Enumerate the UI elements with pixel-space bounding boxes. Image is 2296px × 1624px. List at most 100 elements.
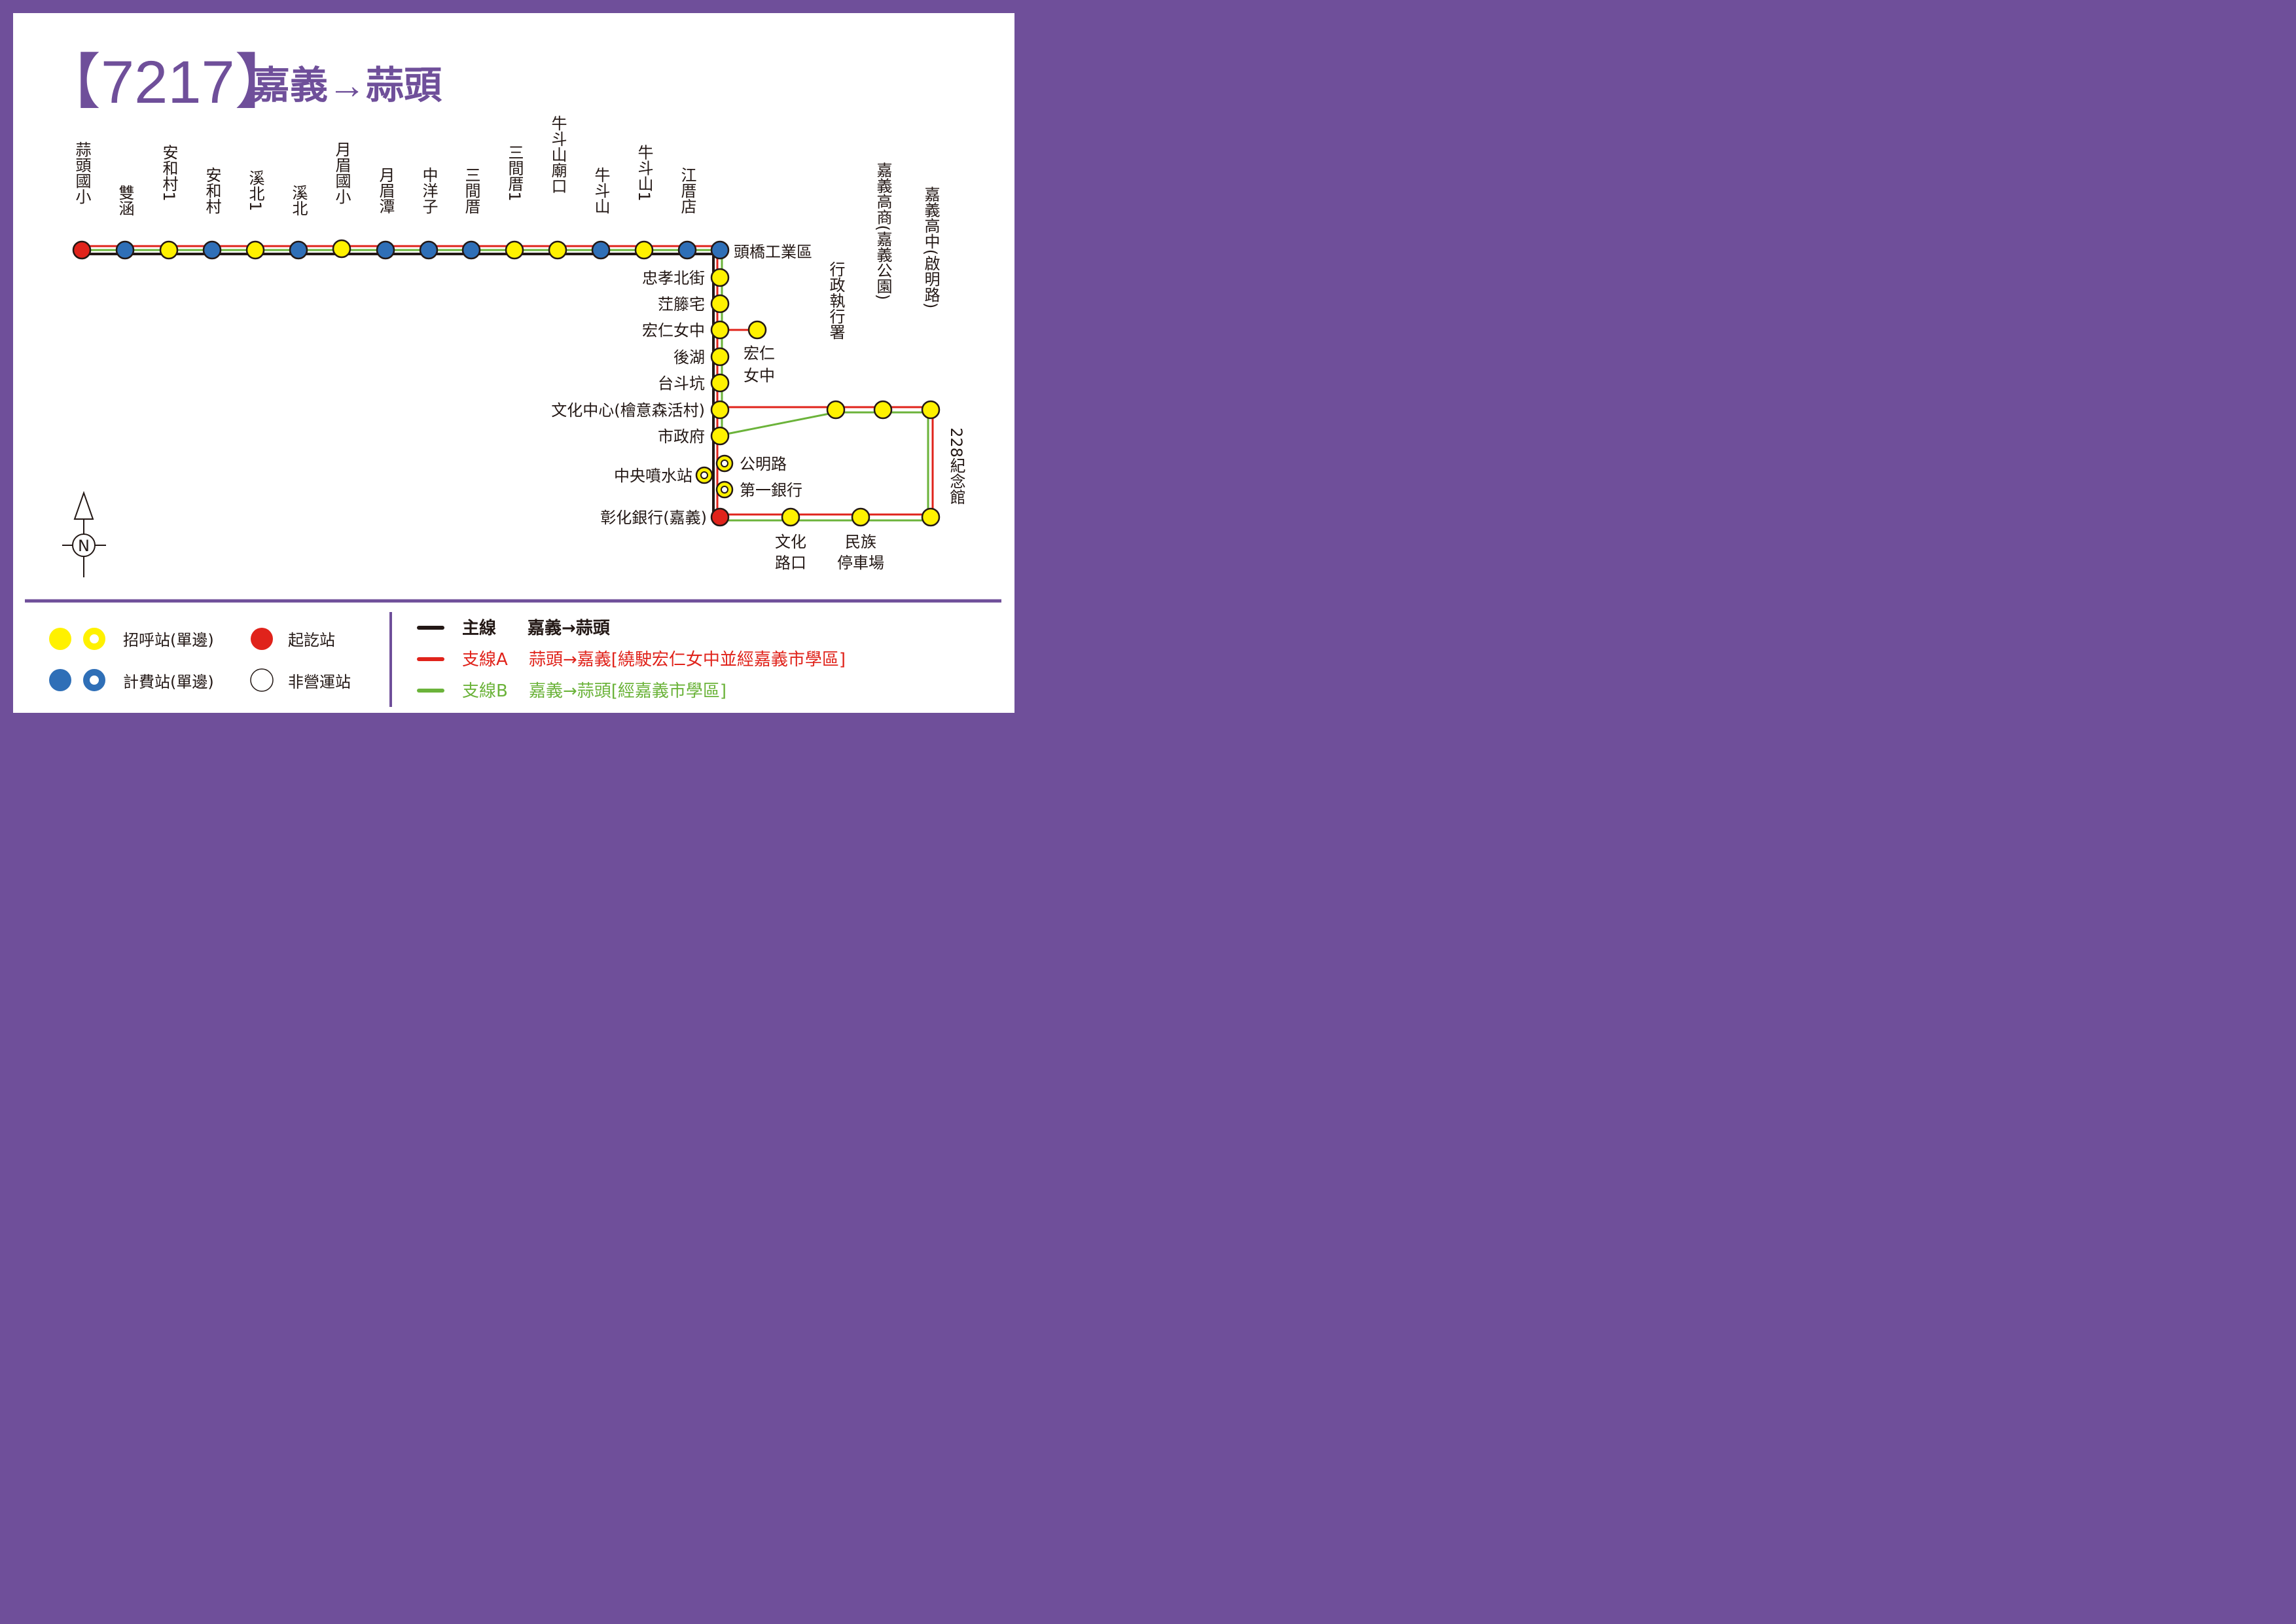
map-panel [13, 13, 1014, 713]
label-exec-yuan: 行政執行署 [827, 261, 845, 340]
stop-culture-rd[interactable] [781, 507, 800, 527]
stop-culture-center[interactable] [710, 400, 730, 420]
label-minzu-line1: 民族 [845, 533, 876, 551]
legend-fare-stop-ring-icon [83, 669, 105, 691]
label-anhe-village-1: 安和村1 [160, 144, 178, 201]
legend-call-stop-solid-icon [49, 628, 71, 650]
legend-branch-b-label: 支線B [462, 681, 508, 701]
legend-closed-stop-icon [250, 668, 274, 692]
stop-chiayi-vocational[interactable] [873, 400, 893, 420]
stop-yuemei-elem[interactable] [332, 239, 351, 259]
trunk-labels: 忠孝北街 茳籐宅 宏仁女中 後湖 台斗坑 文化中心(檜意森活村) 市政府 公明路… [551, 269, 802, 527]
legend-call-stop-label: 招呼站(單邊) [123, 631, 214, 649]
label-tengcaozhai: 茳籐宅 [658, 295, 705, 314]
label-houhu: 後湖 [673, 348, 705, 367]
label-touqiao: 頭橋工業區 [734, 243, 812, 261]
label-zhongyangzi: 中洋子 [420, 167, 438, 214]
legend-terminal-icon [251, 628, 273, 650]
legend-closed-stop-label: 非營運站 [288, 673, 351, 691]
stop-niudoushan[interactable] [591, 240, 611, 260]
label-culture-center: 文化中心(檜意森活村) [551, 401, 705, 420]
label-hongren-branch-line1: 宏仁 [744, 344, 775, 363]
label-suantou-elem: 蒜頭國小 [73, 141, 91, 204]
label-xibei-1: 溪北1 [246, 170, 264, 211]
legend-branch-b-desc: 嘉義→蒜頭[經嘉義市學區] [529, 681, 726, 701]
label-yuemei-pond: 月眉潭 [376, 167, 395, 214]
stop-zhongyangzi[interactable] [419, 240, 439, 260]
stop-yuemei-pond[interactable] [376, 240, 395, 260]
stop-anhe-village-1[interactable] [159, 240, 179, 260]
route-map: 【7217】 嘉義→蒜頭 蒜頭國小 雙涵 安和村1 安和 [0, 0, 1026, 726]
label-zhongxiao-n: 忠孝北街 [642, 269, 705, 287]
legend-call-stop-ring-icon [83, 628, 105, 650]
stop-sanjianco[interactable] [461, 240, 481, 260]
label-changhua-bank: 彰化銀行(嘉義) [600, 509, 707, 527]
label-sanjianco: 三間厝 [462, 167, 480, 214]
stop-memorial-228[interactable] [921, 507, 941, 527]
stop-hongren-branch[interactable] [747, 320, 767, 340]
stop-hongren-girls[interactable] [710, 320, 730, 340]
stop-xibei[interactable] [289, 240, 308, 260]
stop-chiayi-senior[interactable] [921, 400, 941, 420]
legend-main-desc: 嘉義→蒜頭 [528, 619, 611, 638]
legend-terminal-label: 起訖站 [288, 631, 335, 649]
legend-lines [417, 626, 444, 693]
stop-zhongxiao-n[interactable] [710, 268, 730, 287]
label-niudoushan: 牛斗山 [592, 167, 610, 214]
legend-branch-a-desc: 蒜頭→嘉義[繞駛宏仁女中並經嘉義市學區] [529, 650, 846, 670]
label-jiangcuodian: 江厝店 [678, 167, 696, 214]
label-gongming-rd: 公明路 [740, 455, 787, 473]
north-arrow-icon [62, 490, 106, 577]
stop-xibei-1[interactable] [245, 240, 265, 260]
stop-houhu[interactable] [710, 347, 730, 367]
legend-fare-stop-label: 計費站(單邊) [123, 673, 214, 691]
legend-main-label: 主線 [462, 618, 496, 638]
label-taidoukeng: 台斗坑 [658, 374, 705, 393]
route-name: 嘉義→蒜頭 [252, 64, 442, 107]
stop-touqiao[interactable] [710, 240, 730, 260]
label-city-hall: 市政府 [658, 427, 705, 446]
compass-north-label: N [78, 537, 90, 555]
label-culture-rd-line1: 文化 [775, 533, 806, 551]
label-anhe-village: 安和村 [203, 167, 221, 214]
label-hongren-branch-line2: 女中 [744, 367, 775, 385]
stop-tengcaozhai[interactable] [710, 294, 730, 314]
stop-suantou-elem[interactable] [72, 240, 92, 260]
label-niudoushan-temple: 牛斗山廟口 [548, 115, 567, 194]
stop-niudoushan-temple[interactable] [548, 240, 567, 260]
stop-shuanghan[interactable] [115, 240, 135, 260]
stop-jiangcuodian[interactable] [677, 240, 697, 260]
label-hongren-girls: 宏仁女中 [642, 321, 705, 340]
stop-gongming-rd[interactable] [715, 454, 734, 473]
legend-fare-stop-solid-icon [49, 669, 71, 691]
loop-labels: 行政執行署 嘉義高商(嘉義公園) 嘉義高中(啟明路) 228紀念館 文化 路口 … [775, 162, 965, 572]
top-row-stops [72, 239, 730, 260]
label-chiayi-senior: 嘉義高中(啟明路) [922, 187, 940, 309]
loop-stops [781, 400, 941, 527]
label-shuanghan: 雙涵 [116, 185, 134, 216]
stop-changhua-bank[interactable] [710, 507, 730, 527]
label-memorial-228: 228紀念館 [947, 427, 965, 505]
top-row-labels: 蒜頭國小 雙涵 安和村1 安和村 溪北1 溪北 月眉國小 月眉潭 中洋子 三間厝… [73, 115, 696, 216]
label-first-bank: 第一銀行 [740, 481, 802, 499]
ring-stops [695, 454, 734, 499]
label-xibei: 溪北 [289, 185, 308, 216]
label-niudoushan-1: 牛斗山1 [635, 144, 653, 201]
stop-sanjianco-1[interactable] [505, 240, 524, 260]
stop-first-bank[interactable] [715, 480, 734, 499]
stop-minzu[interactable] [851, 507, 870, 527]
label-chiayi-vocational: 嘉義高商(嘉義公園) [874, 162, 892, 300]
stop-exec-yuan[interactable] [826, 400, 846, 420]
stop-city-hall[interactable] [710, 426, 730, 446]
stop-taidoukeng[interactable] [710, 373, 730, 393]
label-sanjianco-1: 三間厝1 [505, 144, 524, 201]
label-minzu-line2: 停車場 [837, 554, 884, 572]
legend-stop-types [49, 628, 274, 692]
trunk-stops [710, 268, 730, 527]
stop-anhe-village[interactable] [202, 240, 222, 260]
label-yuemei-elem: 月眉國小 [332, 141, 351, 204]
label-central-fountain: 中央噴水站 [614, 467, 692, 485]
stop-niudoushan-1[interactable] [634, 240, 654, 260]
stop-central-fountain[interactable] [695, 466, 713, 484]
legend-branch-a-label: 支線A [462, 650, 508, 670]
